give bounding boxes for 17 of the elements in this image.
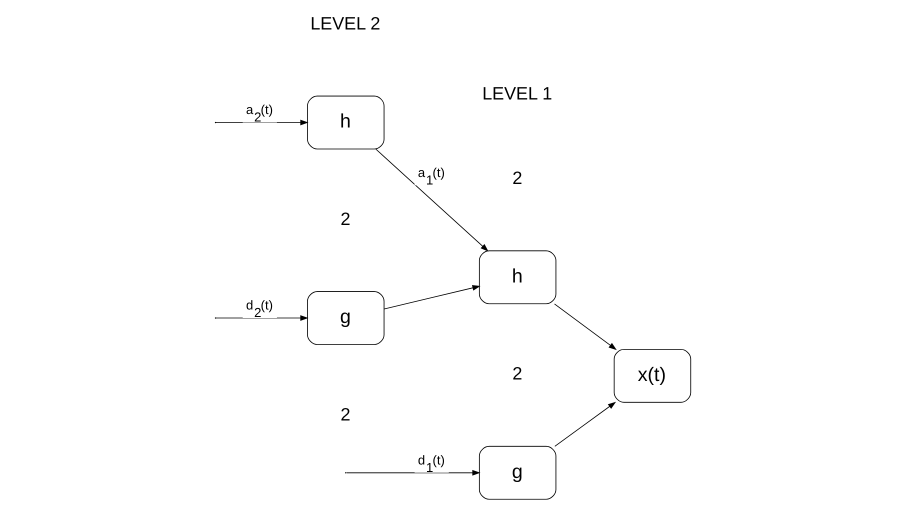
arrow bbox=[374, 148, 488, 252]
arrow bbox=[554, 304, 616, 350]
node-box: g bbox=[306, 291, 384, 345]
label: LEVEL 2 bbox=[310, 13, 380, 34]
node-box: g bbox=[478, 446, 556, 500]
arrow bbox=[215, 120, 308, 126]
label: 2 bbox=[340, 208, 350, 229]
label: 2 bbox=[340, 404, 350, 424]
label: 2 bbox=[512, 364, 522, 384]
arrow bbox=[215, 315, 308, 321]
node-box: h bbox=[478, 250, 556, 304]
arrow bbox=[383, 285, 480, 310]
label: 2 bbox=[512, 168, 522, 188]
arrow bbox=[554, 402, 616, 447]
label: LEVEL 1 bbox=[482, 83, 552, 104]
node-box: h bbox=[306, 96, 384, 150]
node-box: x(t) bbox=[613, 348, 691, 403]
